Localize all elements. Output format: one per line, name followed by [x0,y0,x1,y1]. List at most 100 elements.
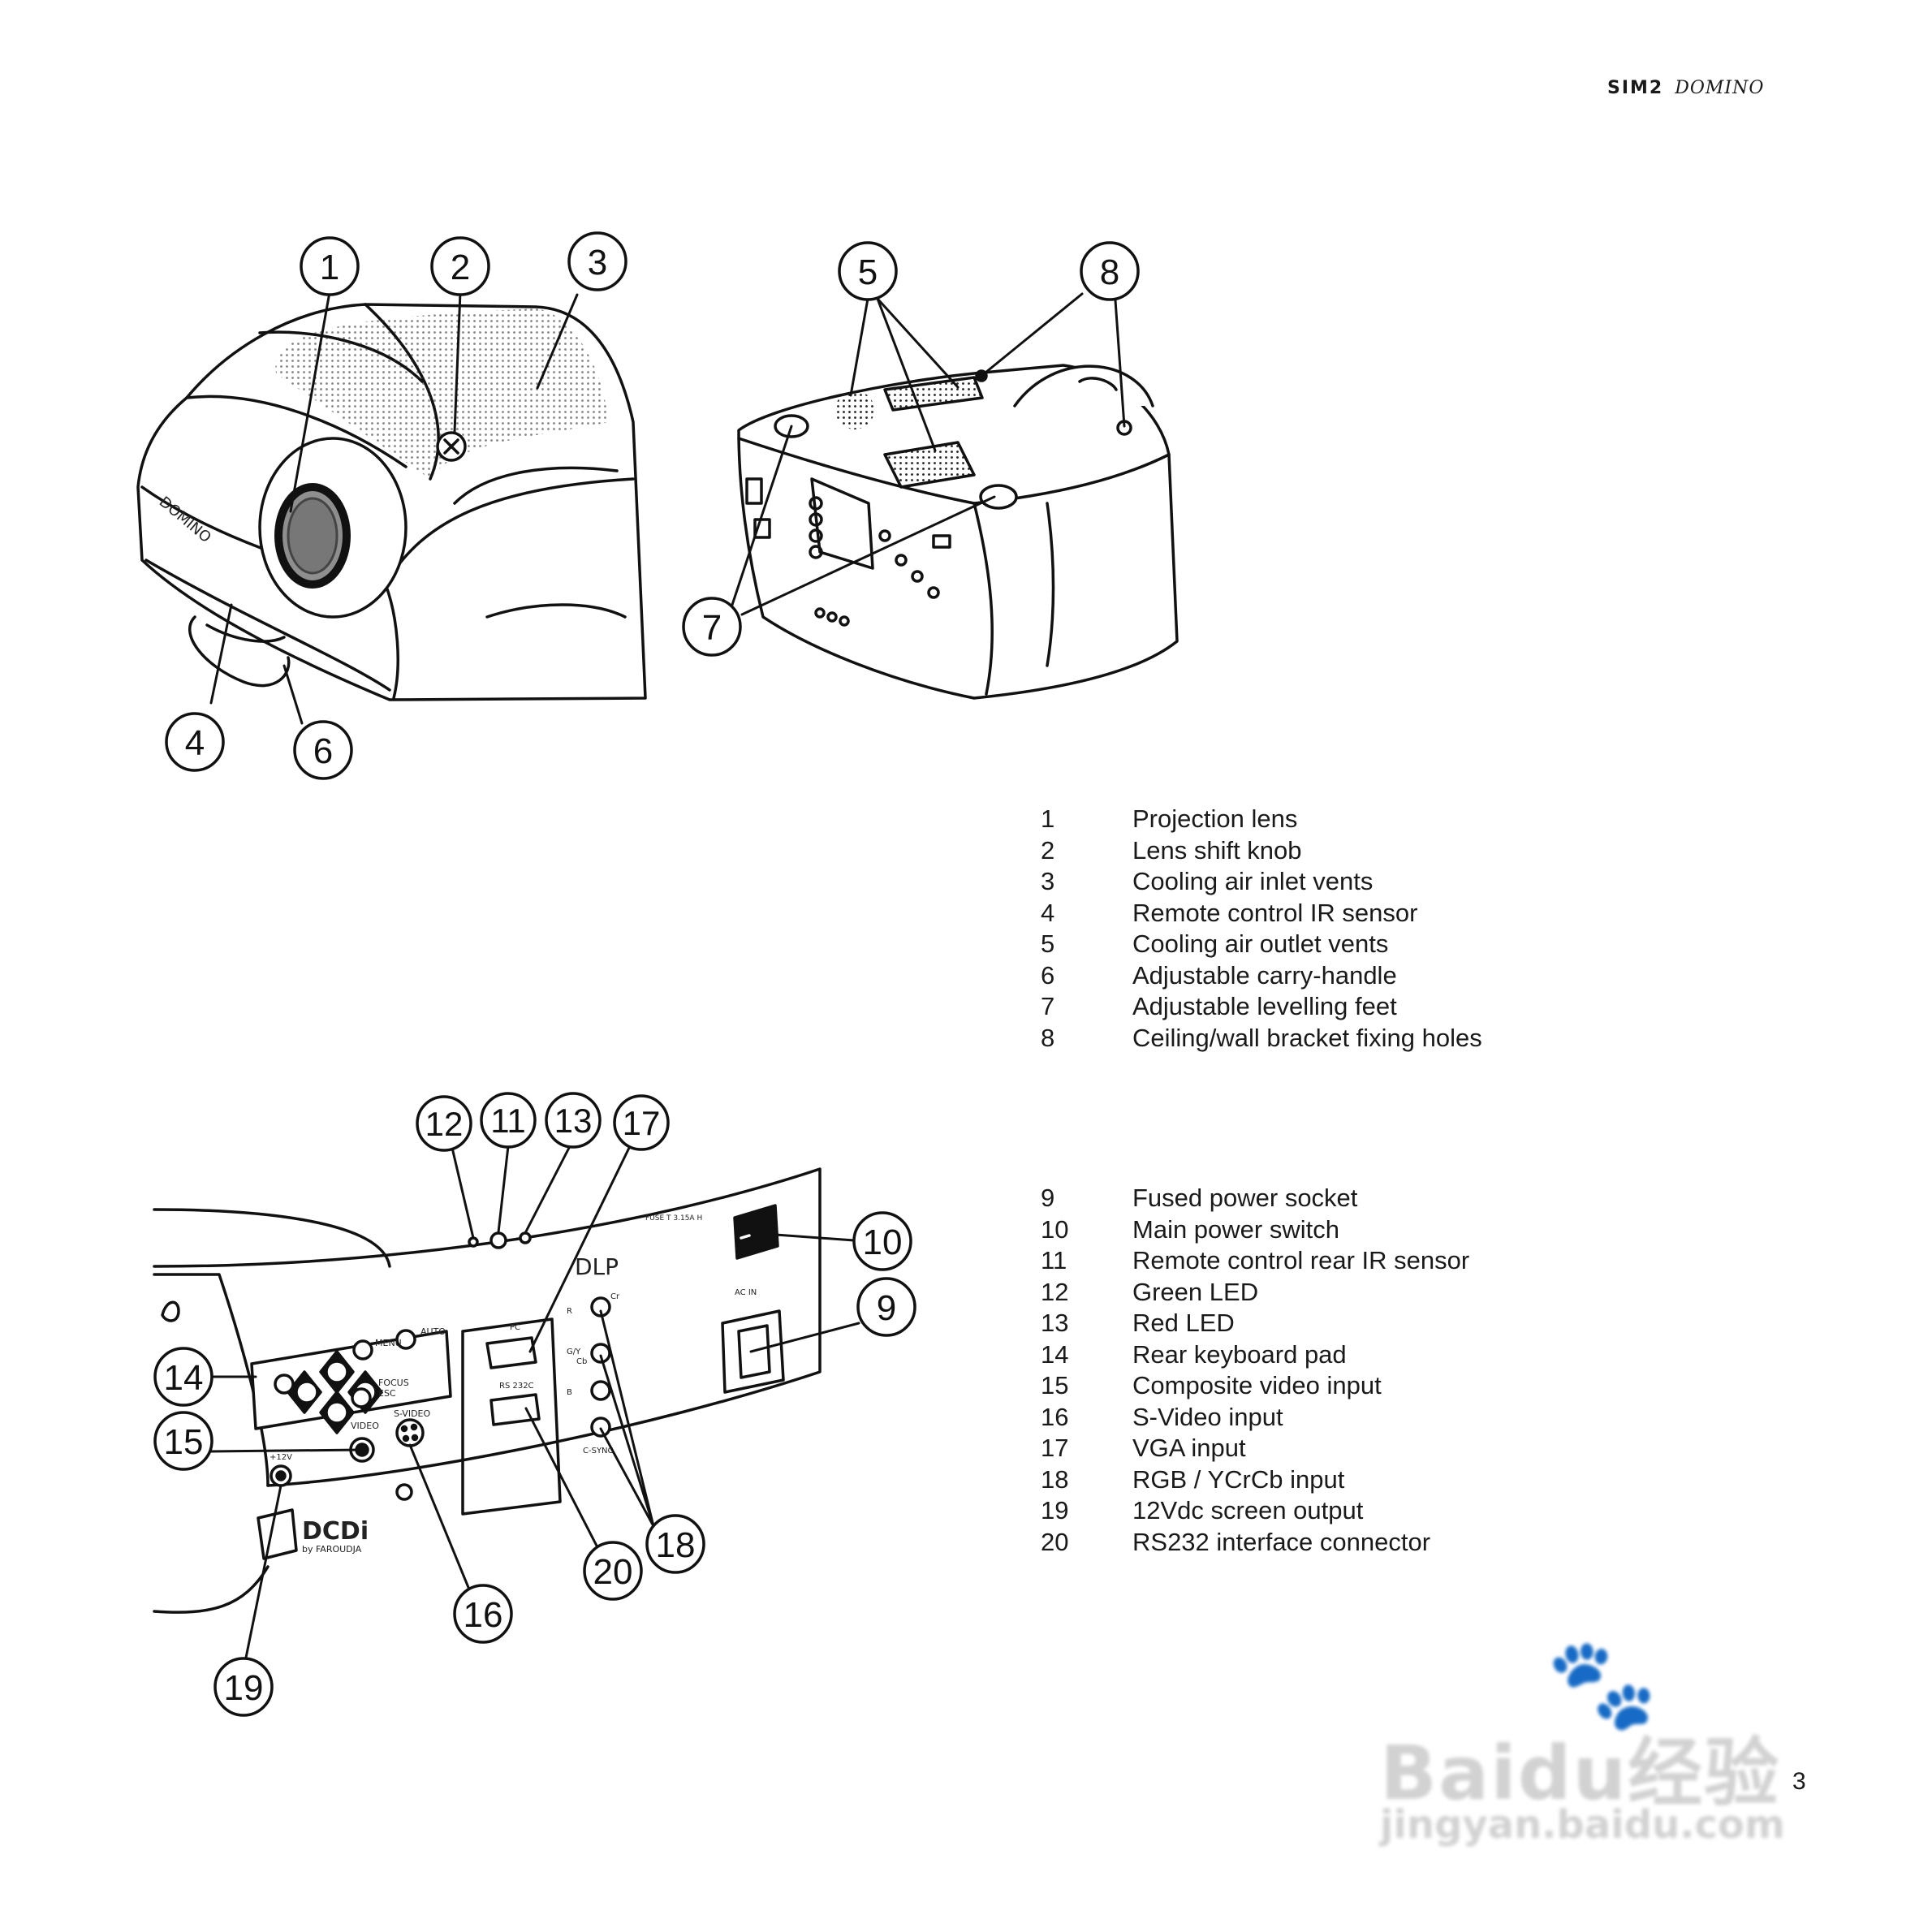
legend-number: 12 [1041,1277,1069,1306]
legend-row: 16 S-Video input [1041,1402,1469,1434]
dlp-logo: DLP [575,1253,619,1280]
legend-label: Remote control rear IR sensor [1132,1246,1470,1274]
legend-number: 20 [1041,1527,1069,1556]
front-view-projector [136,303,647,701]
legend-row: 5 Cooling air outlet vents [1041,929,1482,960]
label-csync: C-SYNC [583,1447,614,1455]
callout-12: 12 [425,1105,464,1143]
callout-1: 1 [320,248,339,287]
legend-label: Adjustable levelling feet [1132,992,1397,1020]
legend-row: 17 VGA input [1041,1433,1469,1464]
callout-17: 17 [623,1104,661,1142]
legend-row: 8 Ceiling/wall bracket fixing holes [1041,1023,1482,1054]
legend-row: 18 RGB / YCrCb input [1041,1464,1469,1496]
legend-number: 9 [1041,1184,1055,1212]
legend-label: Rear keyboard pad [1132,1339,1347,1369]
legend-row: 4 Remote control IR sensor [1041,898,1482,929]
brand-logo: SIM2 [1607,78,1664,98]
header-brand: SIM2 DOMINO [1607,78,1764,98]
model-logo: DOMINO [1675,78,1765,98]
legend-row: 13 Red LED [1041,1308,1469,1339]
legend-number: 4 [1041,898,1055,927]
label-pc: PC [510,1323,520,1332]
label-esc: ESC [378,1388,396,1399]
label-rs232c: RS 232C [499,1382,534,1391]
watermark-url: jingyan.baidu.com [1380,1802,1785,1848]
legend-row: 7 Adjustable levelling feet [1041,991,1482,1023]
legend-label: Cooling air outlet vents [1132,929,1389,958]
legend-label: Cooling air inlet vents [1132,867,1374,895]
page-number: 3 [1792,1768,1806,1795]
legend-row: 9 Fused power socket [1041,1183,1469,1214]
callout-10: 10 [863,1223,903,1262]
callout-20: 20 [593,1552,633,1592]
legend-label: RGB / YCrCb input [1132,1464,1345,1494]
legend-number: 2 [1041,835,1055,865]
legend-label: S-Video input [1132,1402,1283,1431]
legend-number: 5 [1041,929,1055,958]
label-r: R [567,1307,572,1316]
faroudja-text: by FAROUDJA [302,1544,362,1555]
legend-row: 19 12Vdc screen output [1041,1495,1469,1527]
callout-9: 9 [877,1288,896,1328]
legend-label: Fused power socket [1132,1184,1358,1212]
label-cb: Cb [576,1357,587,1366]
legend-number: 8 [1041,1023,1055,1052]
legend-row: 14 Rear keyboard pad [1041,1339,1469,1371]
legend-label: Ceiling/wall bracket fixing holes [1132,1023,1482,1052]
legend-label: Green LED [1132,1277,1259,1306]
legend-number: 7 [1041,992,1055,1020]
label-fuse: FUSE T 3.15A H [645,1214,702,1223]
legend-number: 10 [1041,1214,1069,1244]
legend-row: 11 Remote control rear IR sensor [1041,1245,1469,1277]
label-cr: Cr [610,1292,620,1301]
legend-label: Adjustable carry-handle [1132,960,1397,990]
legend-label: Red LED [1132,1309,1235,1337]
rear-panel-illustration [153,1167,822,1614]
callout-7: 7 [702,608,722,648]
paw-icon: 🐾 [1546,1634,1658,1734]
legend-label: Remote control IR sensor [1132,898,1418,927]
label-menu: MENU [375,1338,402,1348]
legend-label: 12Vdc screen output [1132,1496,1364,1524]
callout-13: 13 [554,1102,593,1140]
legend-number: 17 [1041,1434,1069,1462]
callout-5: 5 [858,252,878,292]
callout-circles [153,231,1140,1717]
legend-number: 16 [1041,1402,1069,1431]
label-video: VIDEO [351,1421,379,1431]
rear-panel-labels: MENU AUTO FOCUS ESC VIDEO S-VIDEO PC RS … [270,1214,757,1555]
legend-number: 18 [1041,1464,1069,1494]
legend-label: Lens shift knob [1132,835,1302,865]
legend-number: 13 [1041,1309,1069,1337]
callout-15: 15 [164,1422,204,1462]
legend-number: 15 [1041,1371,1069,1399]
label-auto: AUTO [420,1326,446,1337]
label-b: B [567,1388,572,1397]
baidu-watermark: 🐾 Baidu经验 jingyan.baidu.com [1380,1632,1835,1848]
callout-6: 6 [313,731,333,771]
leader-lines [208,291,1126,1659]
legend-number: 11 [1041,1246,1067,1274]
label-12v: +12V [270,1453,292,1462]
label-ac-in: AC IN [735,1288,757,1297]
legend-row: 20 RS232 interface connector [1041,1527,1469,1559]
legend-number: 14 [1041,1339,1069,1369]
callout-14: 14 [164,1358,204,1398]
legend-label: RS232 interface connector [1132,1527,1431,1556]
legend-label: VGA input [1132,1434,1246,1462]
dcdi-logo: DCDi [302,1517,369,1546]
callout-18: 18 [656,1525,696,1565]
callout-3: 3 [588,243,607,282]
label-svideo: S-VIDEO [394,1408,430,1419]
legend-number: 19 [1041,1496,1069,1524]
legend-row: 12 Green LED [1041,1277,1469,1309]
callout-11: 11 [490,1102,526,1140]
callout-2: 2 [451,248,470,287]
